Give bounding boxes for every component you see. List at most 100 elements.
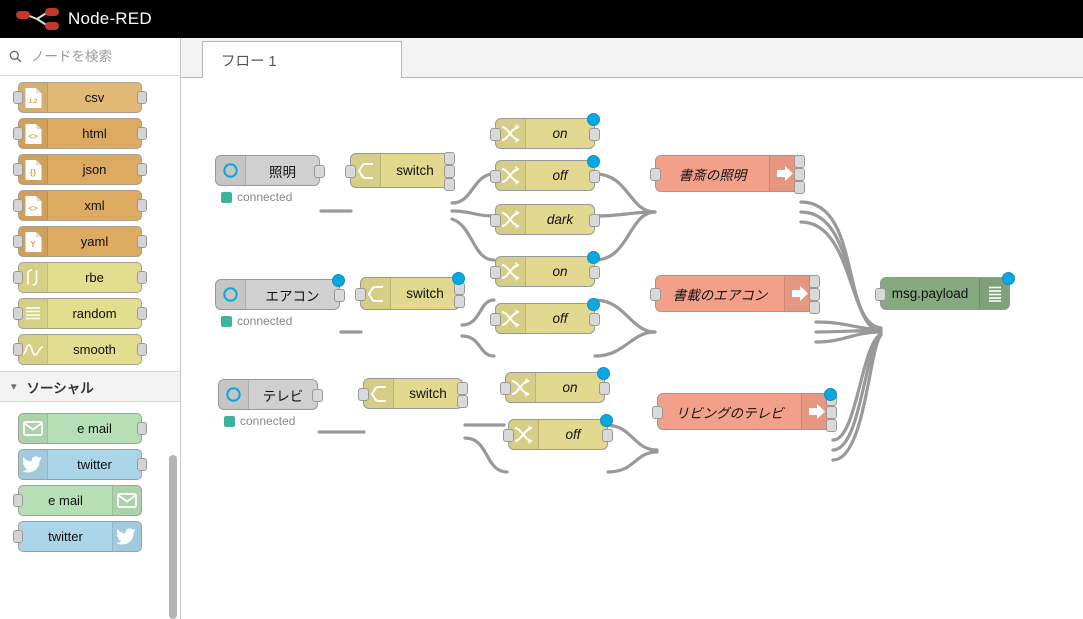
flow-node-mqtt-in-3[interactable]: テレビ bbox=[218, 379, 323, 410]
node-input-port[interactable] bbox=[13, 306, 23, 320]
node-input-port[interactable] bbox=[650, 167, 661, 181]
node-output-port[interactable] bbox=[444, 165, 455, 178]
node-input-port[interactable] bbox=[500, 381, 511, 395]
node-output-port[interactable] bbox=[602, 429, 613, 442]
node-output-port[interactable] bbox=[137, 162, 147, 176]
node-output-port[interactable] bbox=[312, 389, 323, 402]
flow-node-mqtt-out-3[interactable]: リビングのテレビ bbox=[652, 388, 837, 432]
node-input-port[interactable] bbox=[13, 529, 23, 543]
palette-node-rbe[interactable]: rbe bbox=[13, 262, 147, 293]
node-output-port[interactable] bbox=[137, 90, 147, 104]
node-input-port[interactable] bbox=[13, 270, 23, 284]
node-output-port[interactable] bbox=[334, 289, 345, 302]
palette-node-twitter[interactable]: twitter bbox=[18, 449, 147, 480]
node-changed-badge bbox=[587, 113, 600, 126]
node-output-port[interactable] bbox=[826, 406, 837, 419]
flow-node-switch-2[interactable]: switch bbox=[355, 272, 465, 310]
node-output-port[interactable] bbox=[794, 155, 805, 168]
flow-node-label: on bbox=[552, 264, 568, 279]
node-input-port[interactable] bbox=[13, 234, 23, 248]
node-input-port[interactable] bbox=[490, 169, 501, 183]
node-input-port[interactable] bbox=[650, 287, 661, 301]
flow-node-switch-3[interactable]: switch bbox=[358, 378, 468, 409]
node-input-port[interactable] bbox=[652, 405, 663, 419]
flow-node-debug-1[interactable]: msg.payload bbox=[875, 272, 1015, 310]
flow-node-mqtt-in-1[interactable]: 照明 bbox=[215, 155, 325, 186]
node-output-port[interactable] bbox=[794, 168, 805, 181]
node-output-port[interactable] bbox=[444, 152, 455, 165]
node-input-port[interactable] bbox=[13, 493, 23, 507]
palette-node-random[interactable]: random bbox=[13, 298, 147, 329]
node-input-port[interactable] bbox=[13, 90, 23, 104]
node-input-port[interactable] bbox=[13, 126, 23, 140]
node-output-port[interactable] bbox=[599, 382, 610, 395]
search-input[interactable] bbox=[29, 48, 169, 65]
flow-node-label: dark bbox=[546, 212, 574, 227]
node-input-port[interactable] bbox=[355, 287, 366, 301]
node-input-port[interactable] bbox=[490, 127, 501, 141]
flow-node-mqtt-out-1[interactable]: 書斎の照明 bbox=[650, 155, 805, 194]
tab-flow-1[interactable]: フロー 1 bbox=[202, 41, 402, 79]
palette-node-xml[interactable]: <>xml bbox=[13, 190, 147, 221]
node-output-port[interactable] bbox=[137, 198, 147, 212]
node-output-port[interactable] bbox=[826, 419, 837, 432]
flow-node-change-dark-1[interactable]: dark bbox=[490, 204, 600, 235]
palette-node-twitter[interactable]: twitter bbox=[13, 521, 142, 552]
palette-node-label: random bbox=[72, 306, 117, 321]
node-output-port[interactable] bbox=[589, 170, 600, 183]
node-output-port[interactable] bbox=[589, 128, 600, 141]
node-output-port[interactable] bbox=[137, 126, 147, 140]
node-output-port[interactable] bbox=[794, 181, 805, 194]
flow-node-label: off bbox=[552, 168, 568, 183]
node-output-port[interactable] bbox=[137, 270, 147, 284]
node-input-port[interactable] bbox=[490, 312, 501, 326]
node-input-port[interactable] bbox=[490, 213, 501, 227]
node-output-port[interactable] bbox=[809, 288, 820, 301]
node-output-port[interactable] bbox=[589, 266, 600, 279]
flow-node-change-on-3[interactable]: on bbox=[500, 367, 610, 403]
flow-node-mqtt-in-2[interactable]: エアコン bbox=[215, 274, 345, 310]
flow-node-change-on-2[interactable]: on bbox=[490, 251, 600, 287]
node-output-port[interactable] bbox=[457, 381, 468, 395]
node-output-port[interactable] bbox=[809, 301, 820, 314]
search-icon bbox=[9, 50, 22, 63]
node-input-port[interactable] bbox=[490, 265, 501, 279]
node-output-port[interactable] bbox=[137, 234, 147, 248]
node-output-port[interactable] bbox=[457, 394, 468, 408]
node-output-port[interactable] bbox=[454, 294, 465, 308]
node-output-port[interactable] bbox=[137, 306, 147, 320]
node-output-port[interactable] bbox=[137, 421, 147, 435]
node-output-port[interactable] bbox=[137, 457, 147, 471]
node-input-port[interactable] bbox=[345, 164, 356, 178]
palette-search-bar[interactable] bbox=[0, 38, 180, 76]
node-output-port[interactable] bbox=[589, 214, 600, 227]
palette-node-json[interactable]: {}json bbox=[13, 154, 147, 185]
palette-node-html[interactable]: <>html bbox=[13, 118, 147, 149]
node-input-port[interactable] bbox=[13, 342, 23, 356]
node-output-port[interactable] bbox=[444, 178, 455, 191]
node-output-port[interactable] bbox=[809, 275, 820, 288]
palette-node-e-mail[interactable]: e mail bbox=[13, 485, 142, 516]
node-input-port[interactable] bbox=[13, 198, 23, 212]
node-output-port[interactable] bbox=[589, 313, 600, 326]
palette-node-e-mail[interactable]: e mail bbox=[18, 413, 147, 444]
palette-node-smooth[interactable]: smooth bbox=[13, 334, 147, 365]
node-input-port[interactable] bbox=[358, 387, 369, 401]
node-input-port[interactable] bbox=[875, 287, 886, 301]
palette-scrollbar[interactable] bbox=[169, 455, 177, 619]
palette-category-social[interactable]: ▾ ソーシャル bbox=[0, 371, 180, 402]
flow-node-change-off-2[interactable]: off bbox=[490, 298, 600, 334]
node-output-port[interactable] bbox=[137, 342, 147, 356]
flow-node-change-off-3[interactable]: off bbox=[503, 414, 613, 450]
node-input-port[interactable] bbox=[503, 428, 514, 442]
flow-node-switch-1[interactable]: switch bbox=[345, 152, 455, 191]
flow-node-change-off-1[interactable]: off bbox=[490, 155, 600, 191]
flow-node-change-on-1[interactable]: on bbox=[490, 113, 600, 149]
flow-node-mqtt-out-2[interactable]: 書載のエアコン bbox=[650, 275, 820, 314]
node-output-port[interactable] bbox=[314, 165, 325, 178]
node-input-port[interactable] bbox=[13, 162, 23, 176]
